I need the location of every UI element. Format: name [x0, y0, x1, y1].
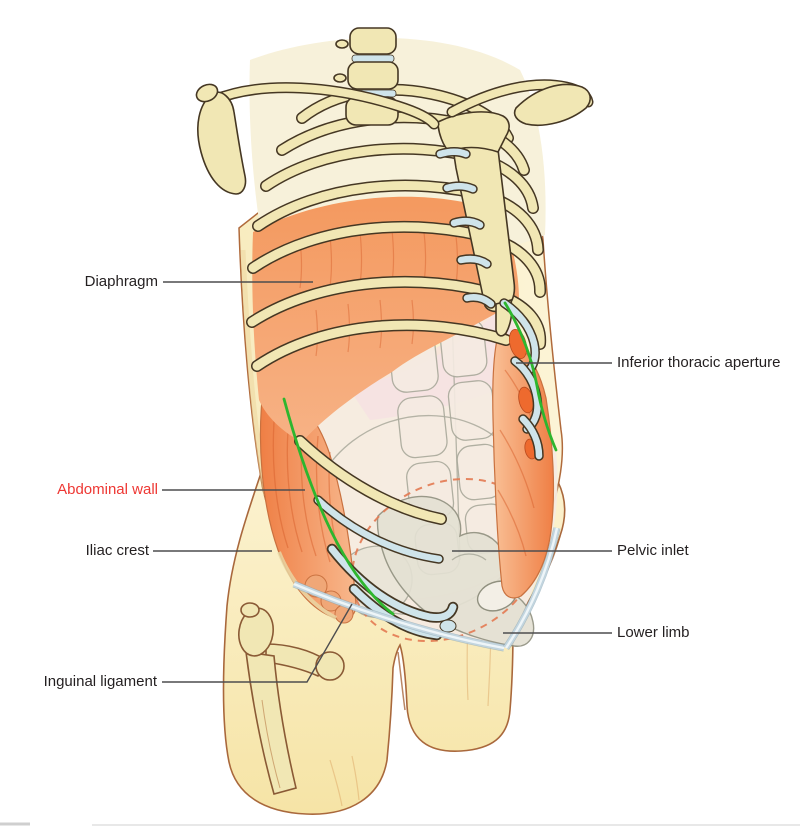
inter-thigh-crease	[397, 651, 406, 711]
label-diaphragm: Diaphragm	[84, 273, 158, 290]
leader-lines	[153, 281, 612, 683]
costal-margin-left-green	[282, 397, 395, 616]
intercostal-muscle	[252, 196, 519, 442]
left-scapula	[197, 91, 247, 195]
right-scapula	[513, 83, 591, 127]
label-iliac-crest: Iliac crest	[85, 542, 149, 559]
label-inferior-thoracic-aperture: Inferior thoracic aperture	[617, 354, 781, 371]
femur-shaft	[245, 651, 297, 795]
label-abdominal-wall: Abdominal wall	[57, 481, 158, 498]
inguinal-ligament-lines	[292, 527, 561, 652]
shoulder-girdle	[195, 79, 594, 195]
femoral-head	[315, 651, 345, 681]
label-lower-limb: Lower limb	[617, 624, 690, 641]
rib-cage	[195, 27, 594, 641]
costal-margin-right-green	[503, 301, 558, 452]
femur	[238, 602, 345, 795]
label-pelvic-inlet: Pelvic inlet	[617, 542, 689, 559]
label-inguinal-ligament: Inguinal ligament	[43, 673, 157, 690]
leader-inguinal-ligament	[162, 603, 353, 683]
manubrium	[437, 111, 510, 153]
